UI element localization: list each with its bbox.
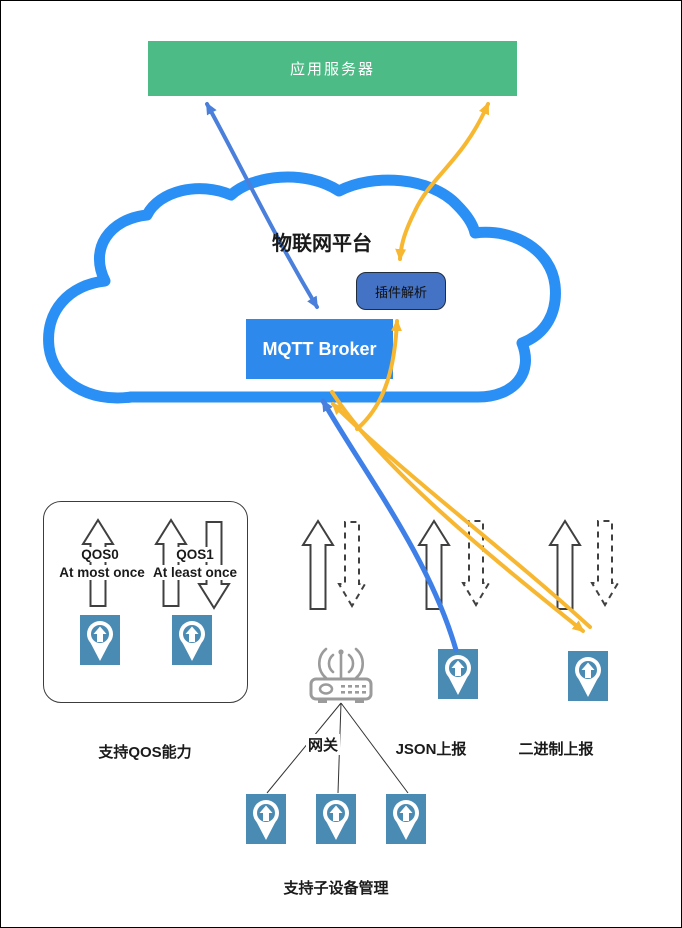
- plugin-parse-box: 插件解析: [356, 272, 446, 310]
- up-block-arrow-icon: [154, 518, 188, 607]
- down-block-arrow-icon: [461, 520, 491, 607]
- device-pin-icon: [316, 794, 356, 844]
- app-server-box: 应用服务器: [148, 41, 517, 96]
- up-block-arrow-icon: [417, 519, 451, 610]
- gateway-router-icon: [309, 647, 373, 703]
- gateway-link-line: [266, 702, 342, 794]
- platform-title: 物联网平台: [272, 233, 372, 255]
- gateway-link-line: [340, 702, 409, 794]
- sub-device-caption: 支持子设备管理: [283, 880, 389, 897]
- up-block-arrow-icon: [548, 519, 582, 610]
- device-pin-icon: [438, 649, 478, 699]
- qos1-subtitle: At least once: [150, 565, 240, 580]
- device-pin-icon: [568, 651, 608, 701]
- mqtt-broker-box: MQTT Broker: [246, 319, 393, 379]
- down-block-arrow-icon: [590, 520, 620, 607]
- up-block-arrow-icon: [81, 518, 115, 607]
- app-server-label: 应用服务器: [289, 61, 375, 78]
- qos-panel-caption: 支持QOS能力: [98, 744, 192, 761]
- plugin-parse-label: 插件解析: [374, 284, 427, 300]
- json-report-label: JSON上报: [395, 741, 467, 758]
- gateway-label: 网关: [305, 734, 341, 755]
- device-pin-icon: [386, 794, 426, 844]
- qos1-title: QOS1: [174, 547, 216, 562]
- up-block-arrow-icon: [301, 519, 335, 610]
- down-block-arrow-icon: [337, 521, 367, 608]
- mqtt-broker-label: MQTT Broker: [262, 338, 377, 359]
- binary-report-label: 二进制上报: [518, 741, 594, 758]
- qos0-subtitle: At most once: [57, 565, 147, 580]
- device-pin-icon: [246, 794, 286, 844]
- qos-panel-box: [43, 501, 248, 703]
- qos0-title: QOS0: [79, 547, 121, 562]
